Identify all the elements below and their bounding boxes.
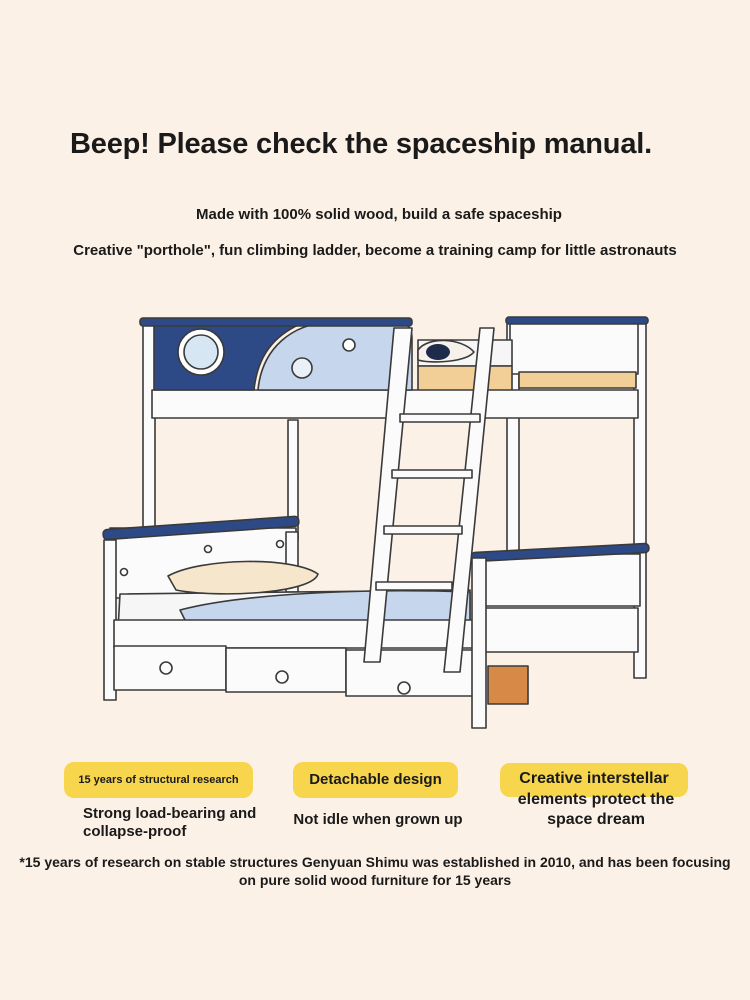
subtitle-solid-wood: Made with 100% solid wood, build a safe …	[196, 206, 562, 223]
subtitle-porthole-ladder: Creative "porthole", fun climbing ladder…	[73, 242, 677, 259]
caption-space-dream: elements protect the space dream	[517, 791, 675, 828]
footnote-company-history: *15 years of research on stable structur…	[19, 854, 731, 888]
badge-structural-research: 15 years of structural research	[64, 762, 253, 798]
badge-detachable-design: Detachable design	[293, 762, 458, 798]
bunk-bed-drawing	[102, 316, 650, 729]
bunk-bed-illustration	[0, 290, 750, 750]
badge-creative-interstellar: Creative interstellar	[500, 763, 688, 797]
caption-load-bearing: Strong load-bearing and collapse-proof	[83, 805, 257, 840]
caption-not-idle: Not idle when grown up	[293, 811, 463, 828]
page-headline: Beep! Please check the spaceship manual.	[70, 128, 652, 160]
